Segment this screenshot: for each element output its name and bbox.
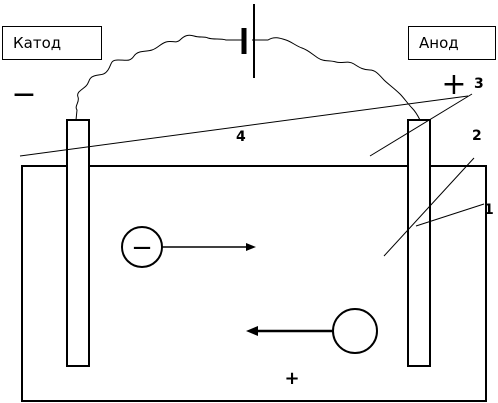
electrolyte-plus-sign: + xyxy=(284,368,299,389)
cation-arrow-head xyxy=(246,326,258,336)
vessel xyxy=(21,165,487,402)
plus-sign: + xyxy=(441,67,466,102)
callout-line-2 xyxy=(383,157,475,257)
anode-label-box: Анод xyxy=(408,26,496,60)
callout-number-1: 1 xyxy=(484,202,494,218)
callout-line-4 xyxy=(19,95,469,157)
cathode-electrode xyxy=(66,119,90,367)
callout-number-2: 2 xyxy=(472,128,482,144)
wire-right xyxy=(252,37,421,121)
callout-number-4: 4 xyxy=(236,129,246,145)
callout-line-1 xyxy=(415,203,485,227)
cathode-label: Катод xyxy=(13,34,62,52)
anion-sign: − xyxy=(131,233,153,263)
anode-electrode xyxy=(407,119,431,367)
callout-number-3: 3 xyxy=(474,76,484,92)
cation-circle xyxy=(332,308,378,354)
anode-label: Анод xyxy=(419,34,459,52)
cathode-label-box: Катод xyxy=(2,26,102,60)
anion-arrow-head xyxy=(246,243,256,251)
callout-line-3 xyxy=(369,93,473,157)
wire-left xyxy=(75,34,244,121)
minus-sign: − xyxy=(11,77,36,112)
